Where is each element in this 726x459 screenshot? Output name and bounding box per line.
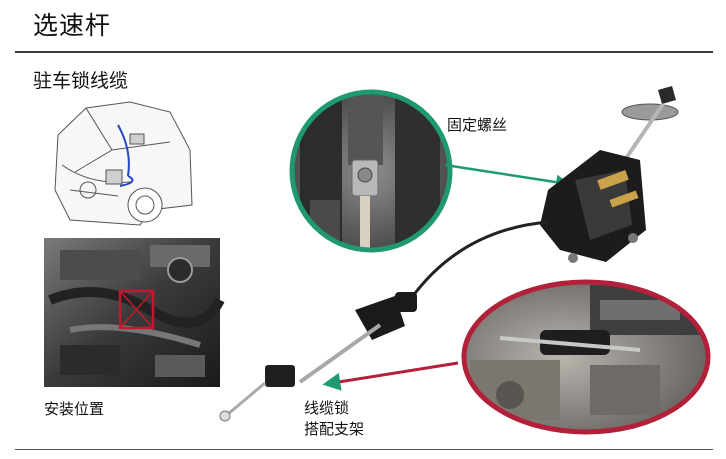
bottom-divider [15, 449, 713, 450]
car-outline-icon [54, 101, 193, 226]
gear-lever-icon [540, 86, 679, 263]
engine-bay-photo [44, 238, 225, 387]
fixing-screw-callout [289, 89, 453, 253]
cable-lock-label-line2: 搭配支架 [304, 420, 365, 438]
cable-lock-label-line1: 线缆锁 [304, 399, 350, 417]
arrow-icon-red [322, 361, 459, 391]
fixing-screw-label: 固定螺丝 [447, 116, 508, 134]
cable-lock-label: 线缆锁 搭配支架 [304, 398, 364, 440]
top-divider [15, 51, 713, 53]
cable-lock-callout [461, 279, 711, 435]
parking-lock-cable [219, 220, 549, 422]
install-highlight-box [118, 289, 155, 330]
page-title: 选速杆 [33, 11, 112, 40]
section-subtitle: 驻车锁线缆 [33, 70, 129, 92]
arrow-icon [444, 163, 571, 190]
install-position-label: 安装位置 [44, 400, 105, 418]
